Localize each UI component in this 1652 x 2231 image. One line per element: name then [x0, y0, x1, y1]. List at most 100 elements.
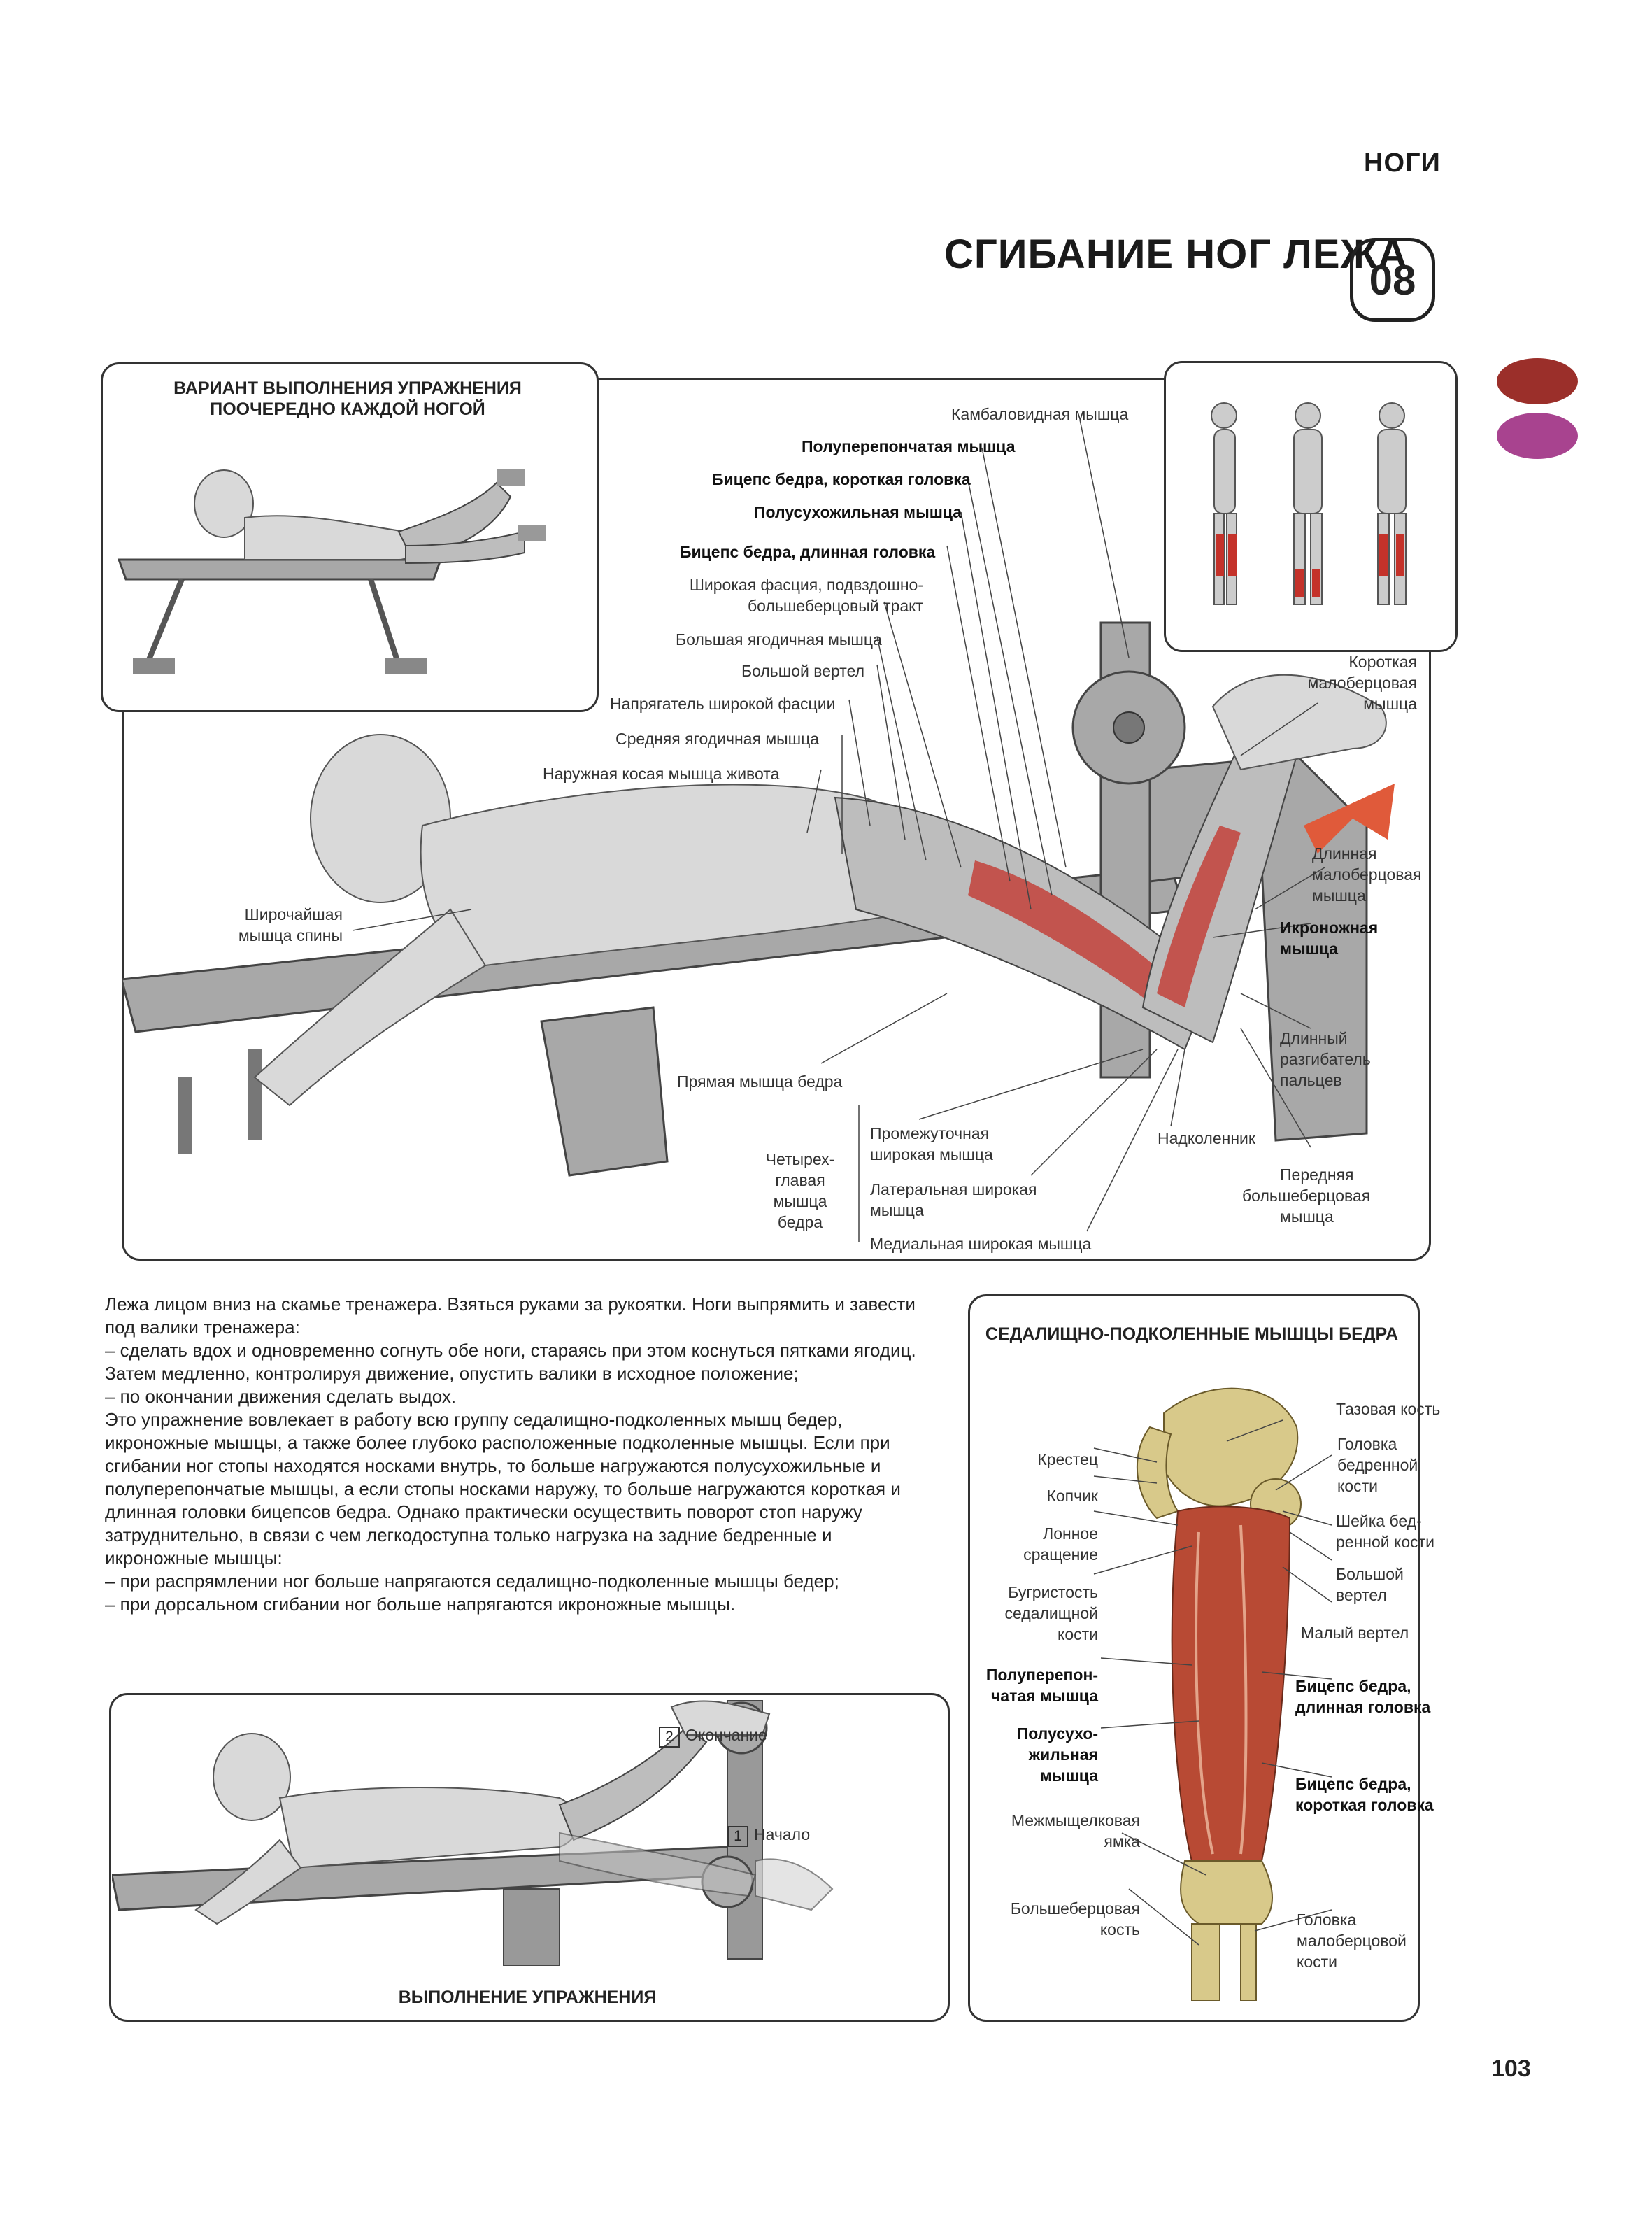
label-gastrocnemius-1: Икроножная [1280, 919, 1379, 937]
label-coccyx: Копчик [1046, 1487, 1098, 1505]
hamstring-muscles [1171, 1506, 1291, 1862]
description-paragraph: Это упражнение вовлекает в работу всю гр… [105, 1409, 901, 1568]
label-vastus-medialis: Медиальная широкая мышца [870, 1235, 1092, 1253]
label-fascia-2: большеберцовый тракт [747, 597, 923, 615]
label-tensor-fasciae: Напрягатель широкой фасции [610, 695, 836, 713]
description-paragraph: – сделать вдох и одновременно согнуть об… [105, 1340, 916, 1384]
step-end-badge: 2 [659, 1727, 680, 1748]
label-greater-trochanter: Большой вертел [741, 662, 865, 680]
label-biceps-long-2-1: Бицепс бедра, [1295, 1677, 1411, 1695]
description-paragraph: – при распрямлении ног больше напрягаютс… [105, 1571, 839, 1592]
label-peroneus-brevis-1: Короткая [1348, 653, 1417, 671]
label-gastrocnemius-2: мышца [1280, 940, 1339, 958]
label-pelvis: Тазовая кость [1336, 1400, 1441, 1418]
label-vastus-lateralis-2: мышца [870, 1201, 924, 1219]
label-tibia-2: кость [1099, 1920, 1140, 1939]
figure-front [1293, 402, 1323, 605]
fibula-bone [1240, 1923, 1257, 2001]
label-femur-neck-2: ренной кости [1336, 1533, 1435, 1551]
label-vastus-intermedius-1: Промежуточная [870, 1124, 990, 1142]
label-peroneus-brevis-3: мышца [1363, 695, 1417, 713]
pelvis-bone [1163, 1387, 1299, 1507]
label-tibia-1: Большеберцовая [1010, 1899, 1140, 1918]
label-quadriceps-4: бедра [777, 1213, 823, 1231]
label-biceps-short: Бицепс бедра, короткая головка [712, 470, 971, 488]
variant-illustration [117, 469, 546, 674]
muscle-map-figures [1211, 402, 1407, 605]
main-anatomy-illustration [122, 419, 1395, 1242]
label-semimembranosus-2-2: чатая мышца [990, 1687, 1098, 1705]
section-title: НОГИ [1364, 148, 1441, 178]
label-femur-neck-1: Шейка бед- [1336, 1512, 1422, 1530]
label-extensor-digitorum-2: разгибатель [1280, 1050, 1371, 1068]
label-femur-head-3: кости [1337, 1477, 1378, 1495]
label-gluteus-maximus: Большая ягодичная мышца [676, 630, 882, 649]
label-greater-trochanter-2-1: Большой [1336, 1565, 1404, 1583]
label-peroneus-brevis-2: малоберцовая [1307, 674, 1418, 692]
hamstring-illustration [1093, 1387, 1332, 2001]
label-tibialis-anterior-1: Передняя [1280, 1166, 1354, 1184]
label-latissimus-2: мышца спины [238, 926, 343, 944]
label-semitendinosus: Полусухожильная мышца [754, 503, 962, 521]
tibia-bone [1191, 1923, 1220, 2001]
label-semitendinosus-2-1: Полусухо- [1016, 1724, 1098, 1743]
label-quadriceps-1: Четырех- [765, 1150, 835, 1168]
bench-leg [540, 1006, 669, 1177]
figure-arm [253, 908, 487, 1107]
label-semimembranosus: Полуперепончатая мышца [802, 437, 1016, 455]
label-peroneus-longus-2: малоберцовая [1312, 865, 1422, 884]
label-fossa-1: Межмыщелковая [1011, 1811, 1140, 1829]
label-latissimus-1: Широчайшая [244, 905, 343, 923]
figure-back [1377, 402, 1407, 605]
color-tab-next[interactable] [1497, 413, 1578, 459]
label-greater-trochanter-2-2: вертел [1336, 1586, 1387, 1604]
figure-side [1211, 402, 1237, 605]
page-number: 103 [1491, 2055, 1531, 2082]
hamstring-highlight [968, 860, 1171, 1007]
label-biceps-long: Бицепс бедра, длинная головка [680, 543, 936, 561]
figure-shoe [1211, 674, 1387, 771]
label-tibialis-anterior-3: мышца [1280, 1207, 1334, 1226]
execution-panel-caption: ВЫПОЛНЕНИЕ УПРАЖНЕНИЯ [398, 1988, 657, 2007]
knee-joint [1180, 1860, 1273, 1925]
label-sacrum: Крестец [1037, 1450, 1098, 1468]
label-biceps-short-2-1: Бицепс бедра, [1295, 1775, 1411, 1793]
label-patella: Надколенник [1158, 1129, 1255, 1147]
exercise-number-badge: 08 [1350, 238, 1435, 322]
exercise-number: 08 [1369, 256, 1416, 304]
label-peroneus-longus-3: мышца [1312, 886, 1366, 905]
label-pubic-2: сращение [1023, 1545, 1098, 1564]
step-start-badge: 1 [727, 1826, 748, 1847]
label-fibula-3: кости [1297, 1953, 1337, 1971]
label-ischial-2: седалищной [1004, 1604, 1098, 1622]
label-pubic-1: Лонное [1043, 1524, 1098, 1543]
label-semimembranosus-2-1: Полуперепон- [985, 1666, 1098, 1684]
label-soleus: Камбаловидная мышца [951, 405, 1129, 423]
label-vastus-lateralis-1: Латеральная широкая [870, 1180, 1037, 1198]
label-ischial-3: кости [1058, 1625, 1098, 1643]
label-external-oblique: Наружная косая мышца живота [543, 765, 780, 783]
label-femur-head-1: Головка [1337, 1435, 1397, 1453]
label-fibula-1: Головка [1297, 1911, 1357, 1929]
description-paragraph: – по окончании движения сделать выдох. [105, 1386, 457, 1407]
label-step-start: Начало [754, 1825, 811, 1843]
label-extensor-digitorum-3: пальцев [1280, 1071, 1342, 1089]
label-biceps-short-2-2: короткая головка [1295, 1796, 1434, 1814]
label-fascia-1: Широкая фасция, подвздошно- [689, 576, 923, 594]
label-tibialis-anterior-2: большеберцовая [1242, 1187, 1371, 1205]
page-title: СГИБАНИЕ НОГ ЛЕЖА [944, 232, 1408, 277]
label-semitendinosus-2-3: мышца [1039, 1766, 1098, 1785]
execution-illustration [112, 1700, 834, 1966]
exercise-description: Лежа лицом вниз на скамье тренажера. Взя… [105, 1293, 937, 1616]
label-gluteus-medius: Средняя ягодичная мышца [615, 730, 820, 748]
hamstring-panel-caption: СЕДАЛИЩНО-ПОДКОЛЕННЫЕ МЫШЦЫ БЕДРА [985, 1324, 1399, 1344]
label-lesser-trochanter: Малый вертел [1301, 1624, 1409, 1642]
label-rectus-femoris: Прямая мышца бедра [677, 1072, 843, 1091]
description-paragraph: – при дорсальном сгибании ног больше нап… [105, 1594, 736, 1615]
movement-arrow-icon [1304, 784, 1395, 854]
color-tab-legs[interactable] [1497, 358, 1578, 404]
variant-panel-caption: ВАРИАНТ ВЫПОЛНЕНИЯ УПРАЖНЕНИЯ ПООЧЕРЕДНО… [173, 378, 522, 419]
label-extensor-digitorum-1: Длинный [1280, 1029, 1348, 1047]
gastrocnemius-highlight [1157, 826, 1241, 1007]
label-peroneus-longus-1: Длинная [1312, 844, 1377, 863]
